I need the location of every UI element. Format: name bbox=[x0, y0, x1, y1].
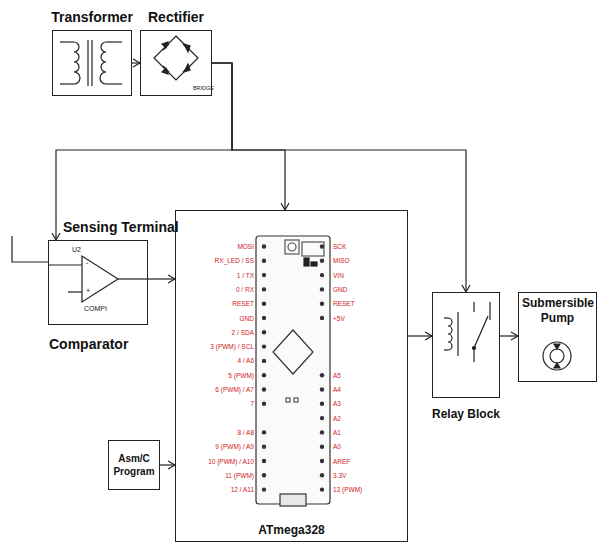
connector bbox=[500, 335, 518, 336]
pin-sign: - bbox=[86, 259, 88, 267]
pin-label: RX_LED / SS bbox=[215, 257, 254, 264]
connector bbox=[212, 63, 466, 292]
pump-icon bbox=[543, 342, 571, 370]
node-subtitle: Comparator bbox=[49, 336, 128, 352]
connector bbox=[212, 63, 285, 210]
node-title: Submersible Pump bbox=[519, 293, 596, 326]
pin-label: GND bbox=[333, 286, 347, 293]
pin-label: 0 / RX bbox=[236, 286, 254, 293]
pin-label: 3 (PWM) / SCL bbox=[210, 343, 254, 350]
pin-label: A2 bbox=[333, 415, 341, 422]
pin-label: 9 (PWM) / A9 bbox=[215, 443, 254, 450]
pin-label: GND bbox=[240, 315, 254, 322]
pin-label: 8 / A8 bbox=[237, 429, 254, 436]
microcontroller-box: ATmega328 bbox=[175, 210, 408, 542]
connector bbox=[160, 464, 175, 465]
pump-box: Submersible Pump bbox=[518, 292, 597, 382]
program-box: Asm/C Program bbox=[108, 440, 160, 490]
pin-label: 12 / A11 bbox=[231, 486, 254, 493]
pin-label: A4 bbox=[333, 386, 341, 393]
node-title: Sensing Terminal bbox=[63, 219, 179, 235]
node-title: Transformer bbox=[51, 9, 133, 25]
transformer-symbol bbox=[60, 40, 122, 86]
pin-label: MOSI bbox=[237, 243, 254, 250]
node-title: ATmega328 bbox=[258, 523, 324, 537]
pin-label: SCK bbox=[333, 243, 346, 250]
pin-label: A3 bbox=[333, 400, 341, 407]
pin-label: 1 / TX bbox=[237, 272, 254, 279]
pin-label: MISO bbox=[333, 257, 350, 264]
pin-label: 5 (PWM) bbox=[228, 372, 254, 379]
pin-label: VIN bbox=[333, 272, 344, 279]
pin-label: RESET bbox=[232, 300, 254, 307]
connector bbox=[56, 63, 232, 240]
sensing-wire bbox=[12, 236, 48, 262]
connector bbox=[408, 335, 432, 336]
pin-label: 2 / SDA bbox=[232, 329, 254, 336]
pin-label: 11 (PWM) bbox=[225, 472, 254, 479]
pin-label: A0 bbox=[333, 443, 341, 450]
component-ref: U2 bbox=[72, 246, 81, 254]
relay-box: Relay Block bbox=[432, 292, 500, 398]
pin-label: A1 bbox=[333, 429, 341, 436]
connector bbox=[132, 62, 140, 63]
pin-label: 4 / A6 bbox=[237, 357, 254, 364]
bridge-rectifier-symbol bbox=[154, 36, 198, 80]
pin-label: AREF bbox=[333, 458, 350, 465]
comparator-symbol bbox=[48, 256, 148, 302]
pin-label: +5V bbox=[333, 315, 345, 322]
pin-holes bbox=[262, 244, 324, 491]
pin-label: 10 (PWM) / A10 bbox=[208, 458, 254, 465]
pin-label: 13 (PWM) bbox=[333, 486, 362, 493]
component-name: COMPI bbox=[84, 305, 107, 313]
pin-label: 6 (PWM) / A7 bbox=[215, 386, 254, 393]
connector bbox=[148, 278, 175, 279]
relay-symbol bbox=[444, 302, 490, 362]
pin-label: 3.3V bbox=[333, 472, 346, 479]
pin-label: A5 bbox=[333, 372, 341, 379]
transformer-box: Transformer bbox=[52, 30, 132, 96]
node-title: Rectifier bbox=[148, 9, 204, 25]
node-title: Asm/C Program bbox=[112, 452, 156, 478]
pin-label: RESET bbox=[333, 300, 355, 307]
arduino-board bbox=[256, 236, 330, 506]
comparator-box: Sensing TerminalComparator bbox=[48, 240, 148, 325]
node-title: Relay Block bbox=[432, 407, 500, 421]
pin-label: 7 bbox=[250, 400, 254, 407]
pin-sign: + bbox=[86, 287, 90, 295]
bridge-label: BRIDGE bbox=[193, 84, 214, 92]
